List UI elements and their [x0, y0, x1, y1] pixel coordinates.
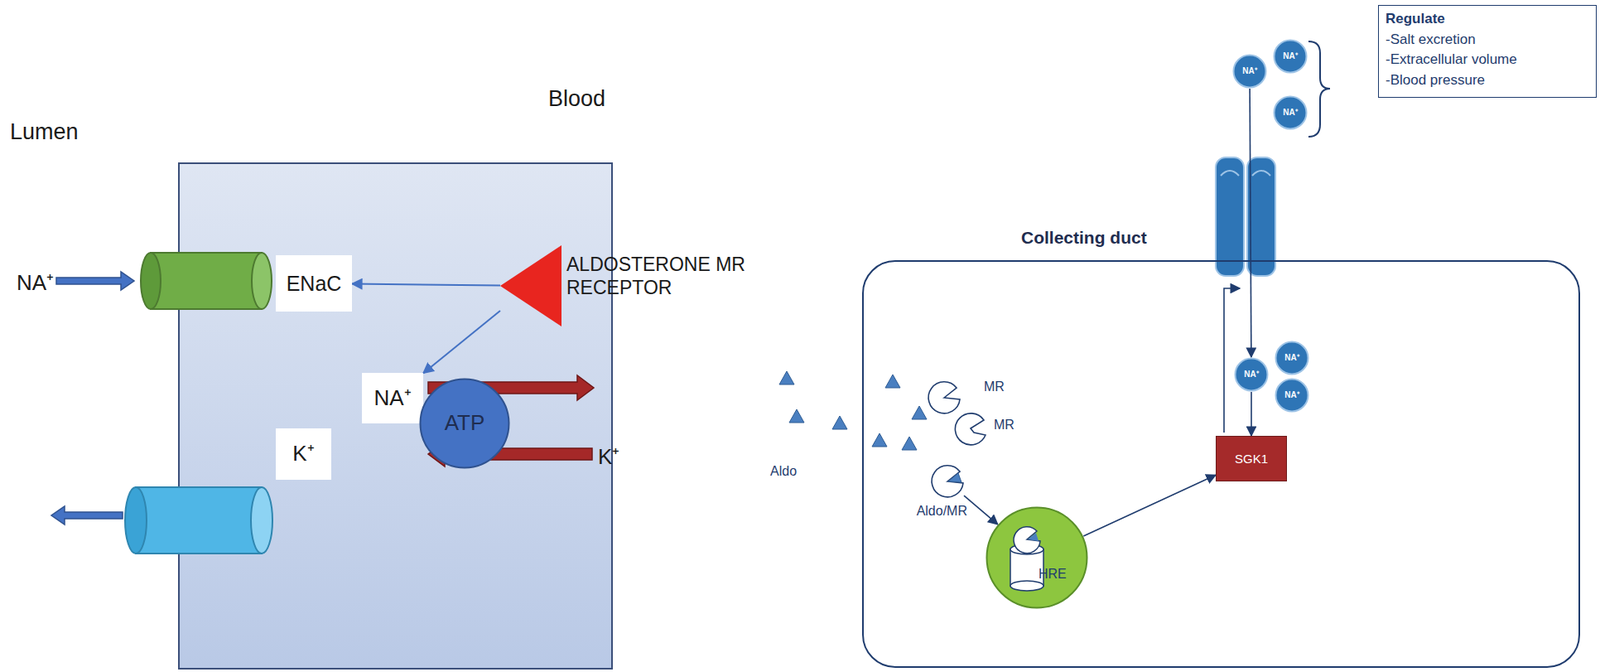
mr-receptor-shapes — [928, 381, 986, 445]
node-text: -Salt excretion — [1385, 29, 1590, 51]
node-shape — [930, 464, 964, 498]
connector-arrow — [1249, 88, 1252, 357]
node-title: Collecting duct — [1021, 226, 1147, 248]
collecting-duct-cell: Collecting ductAldo/MRHRESGK1NA⁺NA⁺NA⁺ — [862, 260, 1581, 668]
node-title: Regulate — [1385, 9, 1590, 30]
sodium-influx-arrow — [56, 271, 135, 290]
connector-arrow — [423, 310, 501, 373]
regulate-box: Regulate-Salt excretion-Extracellular vo… — [1378, 4, 1597, 98]
ion-label: NA⁺ — [16, 266, 54, 297]
node-title: NA⁺ — [1282, 107, 1297, 118]
node-text: -Blood pressure — [1385, 70, 1590, 92]
aldosterone-molecules — [779, 371, 927, 450]
sodium-ion: NA⁺ — [1232, 53, 1268, 89]
aldosterone-receptor: ALDOSTERONE MR RECEPTOR — [500, 245, 562, 327]
epithelial-cell — [178, 163, 613, 669]
enac-channel — [140, 252, 272, 309]
atp-pump: ATP — [419, 377, 511, 469]
sodium-ion: NA⁺ — [1233, 356, 1269, 392]
ion-label-box: K⁺ — [275, 428, 332, 480]
node-title: NA⁺ — [1242, 66, 1257, 77]
sodium-ion: NA⁺ — [1274, 377, 1310, 413]
node-title: ALDOSTERONE MR RECEPTOR — [566, 253, 770, 299]
sodium-ion: NA⁺ — [1272, 38, 1308, 74]
node-title: NA⁺ — [1282, 51, 1297, 62]
activation-arrow — [1224, 288, 1240, 433]
ion-label-box: NA⁺ — [361, 372, 424, 424]
region-label: Blood — [548, 86, 606, 112]
sgk1-box: SGK1 — [1215, 435, 1287, 482]
hormone-label: Aldo — [770, 463, 797, 479]
bracket — [1308, 41, 1331, 137]
connector-arrow — [1083, 474, 1216, 536]
node-shape — [985, 506, 1089, 609]
node-text: -Extracellular volume — [1385, 49, 1590, 71]
region-label: Lumen — [9, 119, 79, 145]
node-title: HRE — [1038, 565, 1067, 582]
connector-arrow — [1250, 391, 1253, 436]
connector-arrow — [963, 495, 998, 525]
sodium-ion: NA⁺ — [1272, 95, 1308, 131]
ion-label: K⁺ — [597, 440, 620, 471]
node-title: ENaC — [286, 270, 343, 296]
node-title: NA⁺ — [373, 385, 411, 411]
sodium-ion: NA⁺ — [1274, 340, 1310, 376]
node-title: SGK1 — [1234, 451, 1268, 467]
connector-arrow — [351, 284, 501, 286]
channel-label-box: ENaC — [275, 255, 352, 312]
node-title: NA⁺ — [1284, 352, 1299, 363]
aldo-mr-complex: Aldo/MR — [930, 464, 964, 498]
receptor-label: MR — [983, 379, 1005, 395]
receptor-label: MR — [993, 417, 1015, 433]
node-title: ATP — [444, 409, 486, 436]
node-title: NA⁺ — [1284, 390, 1299, 400]
node-title: NA⁺ — [1243, 369, 1258, 380]
node-title: Aldo/MR — [916, 502, 968, 519]
node-shape — [500, 245, 562, 327]
membrane-channel — [1215, 157, 1276, 276]
potassium-efflux-arrow — [51, 506, 123, 525]
potassium-channel — [125, 486, 273, 554]
node-title: K⁺ — [292, 440, 314, 467]
nucleus: HRE — [985, 506, 1089, 609]
